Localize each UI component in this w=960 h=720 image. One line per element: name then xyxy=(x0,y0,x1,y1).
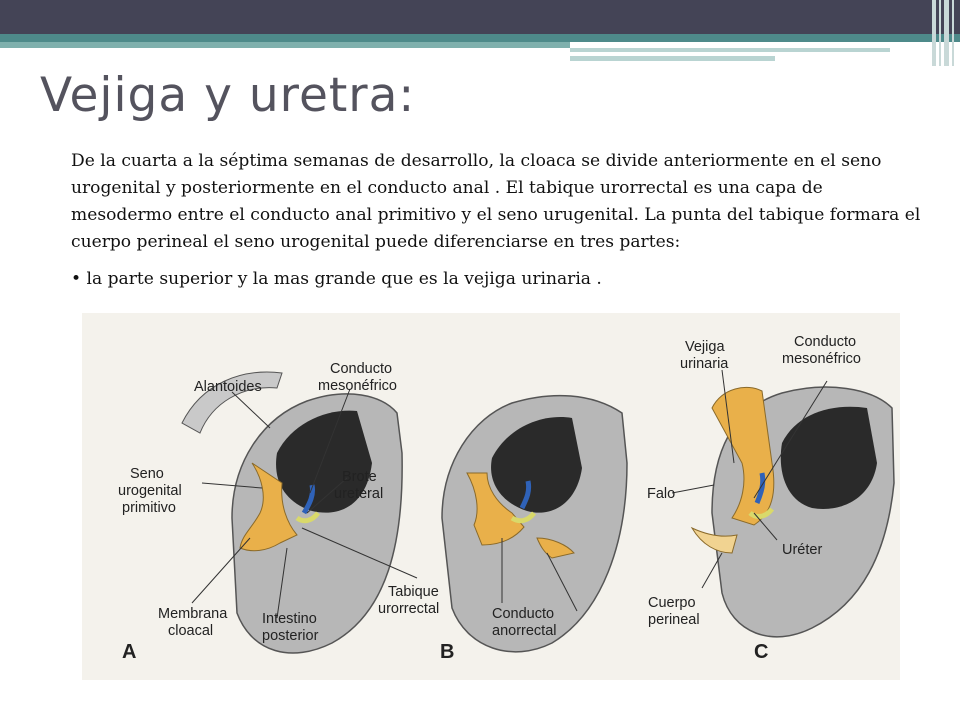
accent-line-short xyxy=(570,56,775,61)
svg-text:cloacal: cloacal xyxy=(168,623,213,639)
svg-text:ureteral: ureteral xyxy=(334,486,383,502)
svg-text:urorrectal: urorrectal xyxy=(378,601,439,617)
slide-title: Vejiga y uretra: xyxy=(40,72,415,119)
panel-label-c: C xyxy=(754,641,768,663)
svg-text:mesonéfrico: mesonéfrico xyxy=(782,351,861,367)
label-cuerpo-perineal: Cuerpo xyxy=(648,595,696,611)
label-tabique-urorrectal: Tabique xyxy=(388,584,439,600)
header-bar xyxy=(0,0,960,34)
svg-text:perineal: perineal xyxy=(648,612,700,628)
svg-text:posterior: posterior xyxy=(262,628,319,644)
label-ureter: Uréter xyxy=(782,542,822,558)
panel-label-b: B xyxy=(440,641,454,663)
label-falo: Falo xyxy=(647,486,675,502)
accent-line xyxy=(570,48,890,52)
label-brote-ureteral: Brote xyxy=(342,469,377,485)
body-paragraph: De la cuarta a la séptima semanas de des… xyxy=(71,148,921,256)
label-conducto-anorrectal: Conducto xyxy=(492,606,554,622)
svg-text:urinaria: urinaria xyxy=(680,356,729,372)
svg-text:anorrectal: anorrectal xyxy=(492,623,556,639)
label-conducto-mesonefrico-a: Conducto xyxy=(330,361,392,377)
label-alantoides: Alantoides xyxy=(194,379,262,395)
label-membrana-cloacal: Membrana xyxy=(158,606,228,622)
svg-text:urogenital: urogenital xyxy=(118,483,182,499)
label-seno-urogenital: Seno xyxy=(130,466,164,482)
accent-stripe-light xyxy=(0,42,570,48)
accent-stripe xyxy=(0,34,960,42)
svg-text:mesonéfrico: mesonéfrico xyxy=(318,378,397,394)
embryo-diagram: Alantoides Conducto mesonéfrico Seno uro… xyxy=(82,313,900,680)
label-intestino-posterior: Intestino xyxy=(262,611,317,627)
svg-text:primitivo: primitivo xyxy=(122,500,176,516)
label-vejiga-urinaria: Vejiga xyxy=(685,339,725,355)
bullet-item: • la parte superior y la mas grande que … xyxy=(71,269,602,289)
panel-label-a: A xyxy=(122,641,136,663)
label-conducto-mesonefrico-c: Conducto xyxy=(794,334,856,350)
decorative-lines xyxy=(930,0,960,66)
